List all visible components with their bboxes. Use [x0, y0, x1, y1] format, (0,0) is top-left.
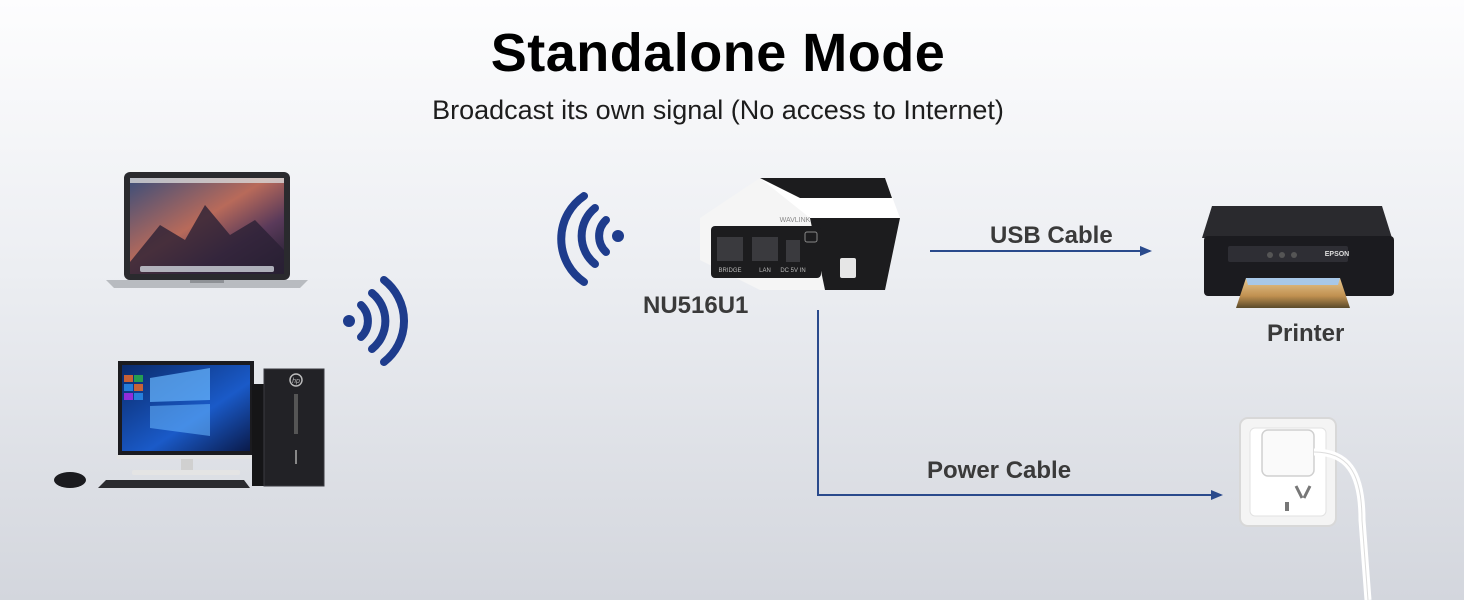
printer-brand: EPSON: [1325, 251, 1350, 258]
svg-text:hp: hp: [292, 378, 300, 385]
laptop-icon: [106, 172, 308, 288]
power-cable-label: Power Cable: [927, 457, 1072, 484]
usb-cable-label: USB Cable: [990, 222, 1113, 249]
print-server-icon: BRIDGE LAN DC 5V IN WAVLINK: [700, 178, 900, 290]
printer-icon: EPSON: [1202, 206, 1394, 308]
wall-outlet-icon: [1239, 417, 1372, 600]
port-label: BRIDGE: [718, 268, 741, 274]
diagram-title: Standalone Mode: [490, 23, 946, 83]
port-label: LAN: [759, 268, 771, 274]
port-label: DC 5V IN: [780, 268, 805, 274]
device-model-label: NU516U1: [643, 292, 749, 319]
wifi-signal-icon: [343, 276, 409, 366]
device-logo: WAVLINK: [780, 217, 811, 224]
printer-label: Printer: [1267, 320, 1345, 347]
wifi-signal-icon: [557, 192, 624, 286]
diagram-subtitle: Broadcast its own signal (No access to I…: [432, 95, 1004, 125]
power-cable-arrow: [817, 310, 1223, 500]
desktop-computer-icon: hp: [54, 361, 325, 488]
